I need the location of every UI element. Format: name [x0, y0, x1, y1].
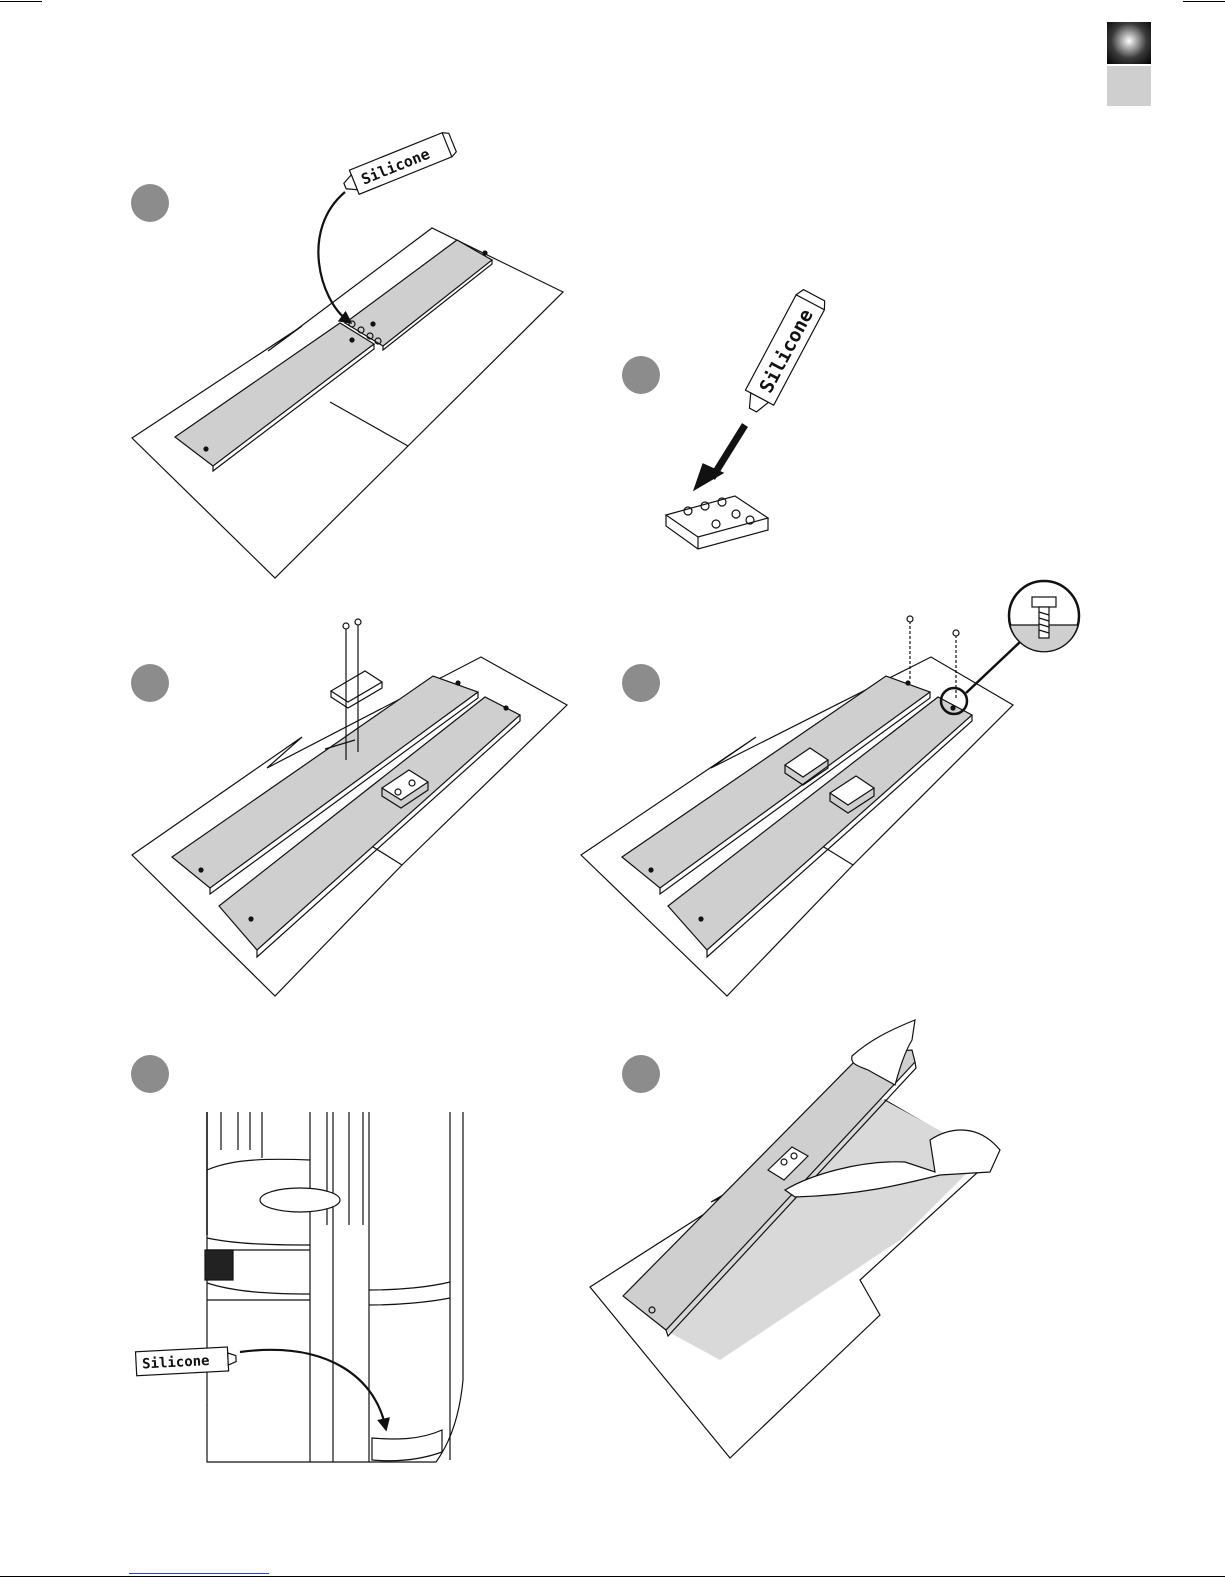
mounting-bracket	[666, 496, 768, 549]
illustration-step-6	[590, 1020, 1000, 1458]
page-bottom-rule	[0, 1576, 1225, 1577]
silicone-tube-1: Silicone	[340, 130, 457, 198]
silicone-tube-2: Silicone	[739, 288, 828, 418]
bolt-detail-icon	[1009, 581, 1079, 652]
silicone-tube-5: Silicone	[135, 1347, 236, 1376]
bracket-floating	[331, 671, 382, 708]
illustration-step-1: Silicone	[132, 130, 563, 578]
illustration-step-2: Silicone	[666, 288, 828, 549]
illustration-step-4	[581, 581, 1079, 996]
page-footer-link-rule	[129, 1573, 269, 1574]
illustration-step-5: Silicone	[135, 1112, 463, 1462]
illustration-step-3	[132, 619, 567, 996]
floor-sheet	[132, 228, 563, 578]
